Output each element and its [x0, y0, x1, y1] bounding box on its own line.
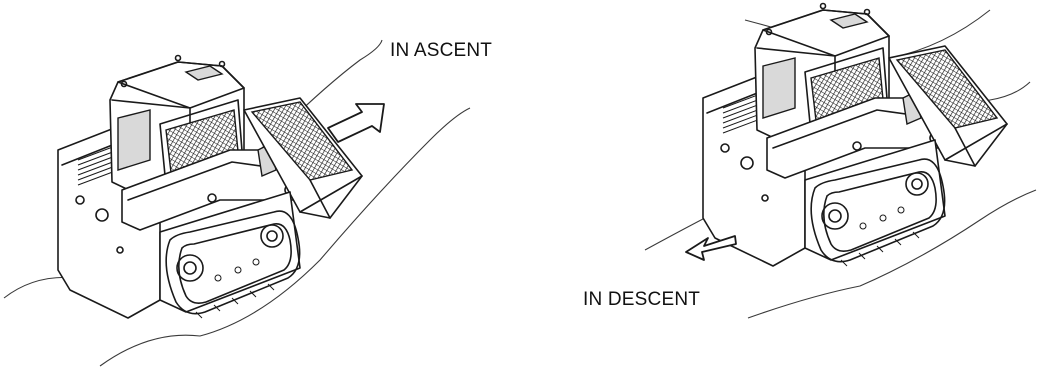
descent-illustration	[645, 4, 1036, 319]
loader-descent	[703, 4, 1007, 267]
descent-label: IN DESCENT	[583, 289, 700, 311]
arrow-up-icon	[328, 104, 384, 142]
loader-ascent	[58, 56, 362, 319]
ascent-illustration	[4, 40, 470, 366]
arrow-down-icon	[686, 236, 736, 260]
ascent-label: IN ASCENT	[390, 40, 492, 62]
